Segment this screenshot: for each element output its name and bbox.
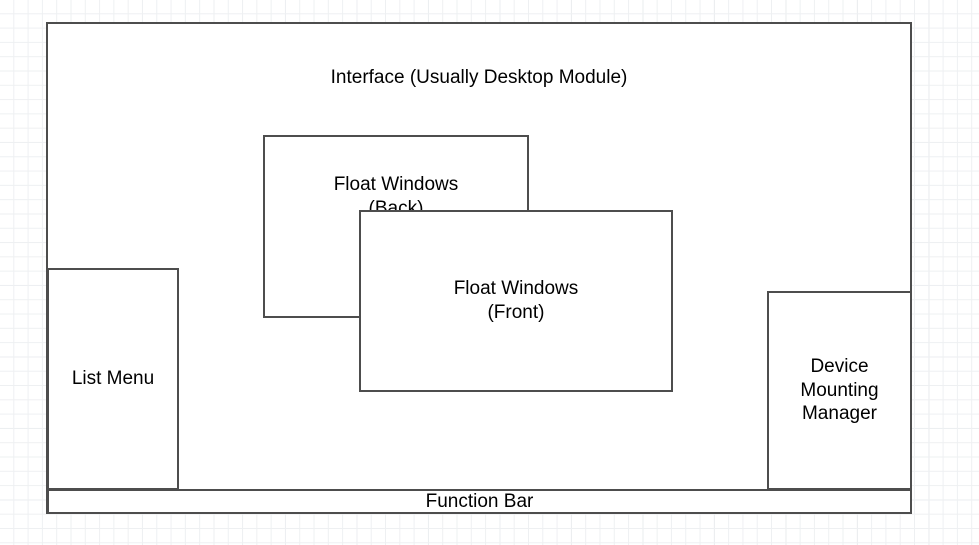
device-mounting-manager-label: Device Mounting Manager [800,355,879,425]
float-windows-front-box[interactable]: Float Windows (Front) [359,210,673,392]
list-menu-box[interactable]: List Menu [47,268,179,490]
device-mounting-manager-box[interactable]: Device Mounting Manager [767,291,912,490]
float-windows-front-label: Float Windows (Front) [453,278,579,323]
function-bar-label: Function Bar [425,490,534,512]
interface-container-label: Interface (Usually Desktop Module) [330,67,628,88]
list-menu-label: List Menu [71,368,155,390]
function-bar-box[interactable]: Function Bar [47,489,912,514]
